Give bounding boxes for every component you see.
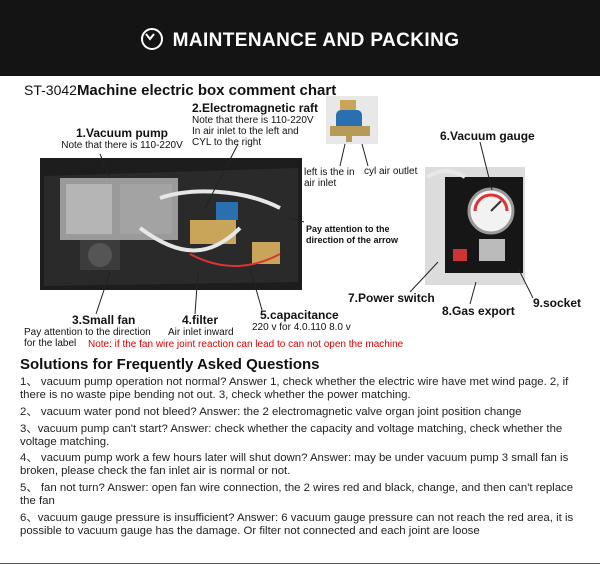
capacitance-title: 5.capacitance xyxy=(260,308,339,322)
raft-note-3: CYL to the right xyxy=(192,137,262,148)
filter-title: 4.filter xyxy=(182,313,219,327)
faq-item: 5、 fan not turn? Answer: open fan wire c… xyxy=(20,482,574,507)
raft-note-1: Note that there is 110-220V xyxy=(192,115,314,126)
bottom-divider xyxy=(0,563,600,564)
chevron-down-circle-icon xyxy=(140,28,163,50)
capacitance-label: 5.capacitance 220 v for 4.0.110 8.0 v xyxy=(252,308,351,333)
vacuum-pump-label: 1.Vacuum pump Note that there is 110-220… xyxy=(52,126,192,151)
faq-item: 3、vacuum pump can't start? Answer: check… xyxy=(20,423,563,448)
left-inlet-line-1: left is the in xyxy=(304,167,355,178)
cyl-outlet-label: cyl air outlet xyxy=(364,166,418,177)
left-inlet-label: left is the in air inlet xyxy=(304,167,355,189)
raft-title: 2.Electromagnetic raft xyxy=(192,101,319,115)
raft-note-2: In air inlet to the left and xyxy=(192,126,299,137)
socket-label: 9.socket xyxy=(533,296,582,310)
faq-item: 6、vacuum gauge pressure is insufficient?… xyxy=(20,512,574,537)
small-fan-label: 3.Small fan Pay attention to the directi… xyxy=(24,313,174,349)
electric-box-photo xyxy=(40,158,302,290)
filter-label: 4.filter Air inlet inward xyxy=(168,313,234,338)
filter-note: Air inlet inward xyxy=(168,327,234,338)
faq-item: 1、 vacuum pump operation not normal? Ans… xyxy=(20,376,569,401)
header-title-row: MAINTENANCE AND PACKING xyxy=(0,28,600,52)
faq-item: 4、 vacuum pump work a few hours later wi… xyxy=(20,452,569,477)
chart-title-text: Machine electric box comment chart xyxy=(76,82,337,99)
arrow-attention-label: Pay attention to the direction of the ar… xyxy=(306,224,398,246)
model-number: ST-3042 xyxy=(24,82,77,98)
arrow-attention-line-1: Pay attention to the xyxy=(306,224,390,234)
header-bar: MAINTENANCE AND PACKING xyxy=(0,0,600,76)
fan-warning-note: Note: if the fan wire joint reaction can… xyxy=(88,339,404,350)
power-switch-label: 7.Power switch xyxy=(348,291,435,305)
arrow-attention-line-2: direction of the arrow xyxy=(306,235,399,245)
vacuum-pump-note: Note that there is 110-220V xyxy=(61,140,183,151)
small-fan-note-1: Pay attention to the direction xyxy=(24,327,151,338)
vacuum-gauge-label: 6.Vacuum gauge xyxy=(440,129,535,143)
raft-label: 2.Electromagnetic raft Note that there i… xyxy=(192,101,318,148)
faq-item: 2、 vacuum water pond not bleed? Answer: … xyxy=(20,406,522,418)
gas-export-label: 8.Gas export xyxy=(442,304,515,318)
small-fan-note-2: for the label xyxy=(24,338,77,349)
page-title: MAINTENANCE AND PACKING xyxy=(172,30,460,51)
gauge-box-photo xyxy=(425,167,525,285)
left-inlet-line-2: air inlet xyxy=(304,178,337,189)
chart-title: ST-3042Machine electric box comment char… xyxy=(24,82,336,99)
faq-title: Solutions for Frequently Asked Questions xyxy=(20,356,320,373)
capacitance-note: 220 v for 4.0.110 8.0 v xyxy=(252,322,351,333)
small-fan-title: 3.Small fan xyxy=(72,313,136,327)
solenoid-valve-photo xyxy=(326,96,378,144)
vacuum-pump-title: 1.Vacuum pump xyxy=(75,126,169,140)
